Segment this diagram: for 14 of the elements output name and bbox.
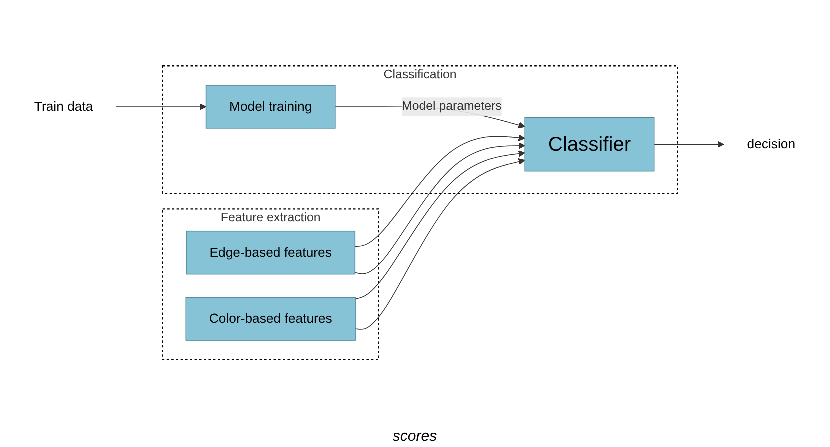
arrow — [354, 134, 526, 248]
arrow — [354, 142, 526, 274]
node-text: Train data — [34, 99, 94, 114]
edge-note: scores — [392, 428, 438, 445]
arrow — [116, 104, 207, 110]
node-box: Classifier — [524, 118, 655, 172]
arrow — [654, 141, 724, 148]
arrow — [355, 158, 526, 330]
node-box: Edge-based features — [186, 230, 356, 275]
node-text: decision — [747, 137, 796, 152]
arrow — [355, 150, 526, 300]
node-box: Model training — [206, 85, 336, 129]
edge-label: Model parameters — [402, 100, 502, 114]
node-box: Color-based features — [186, 297, 356, 341]
